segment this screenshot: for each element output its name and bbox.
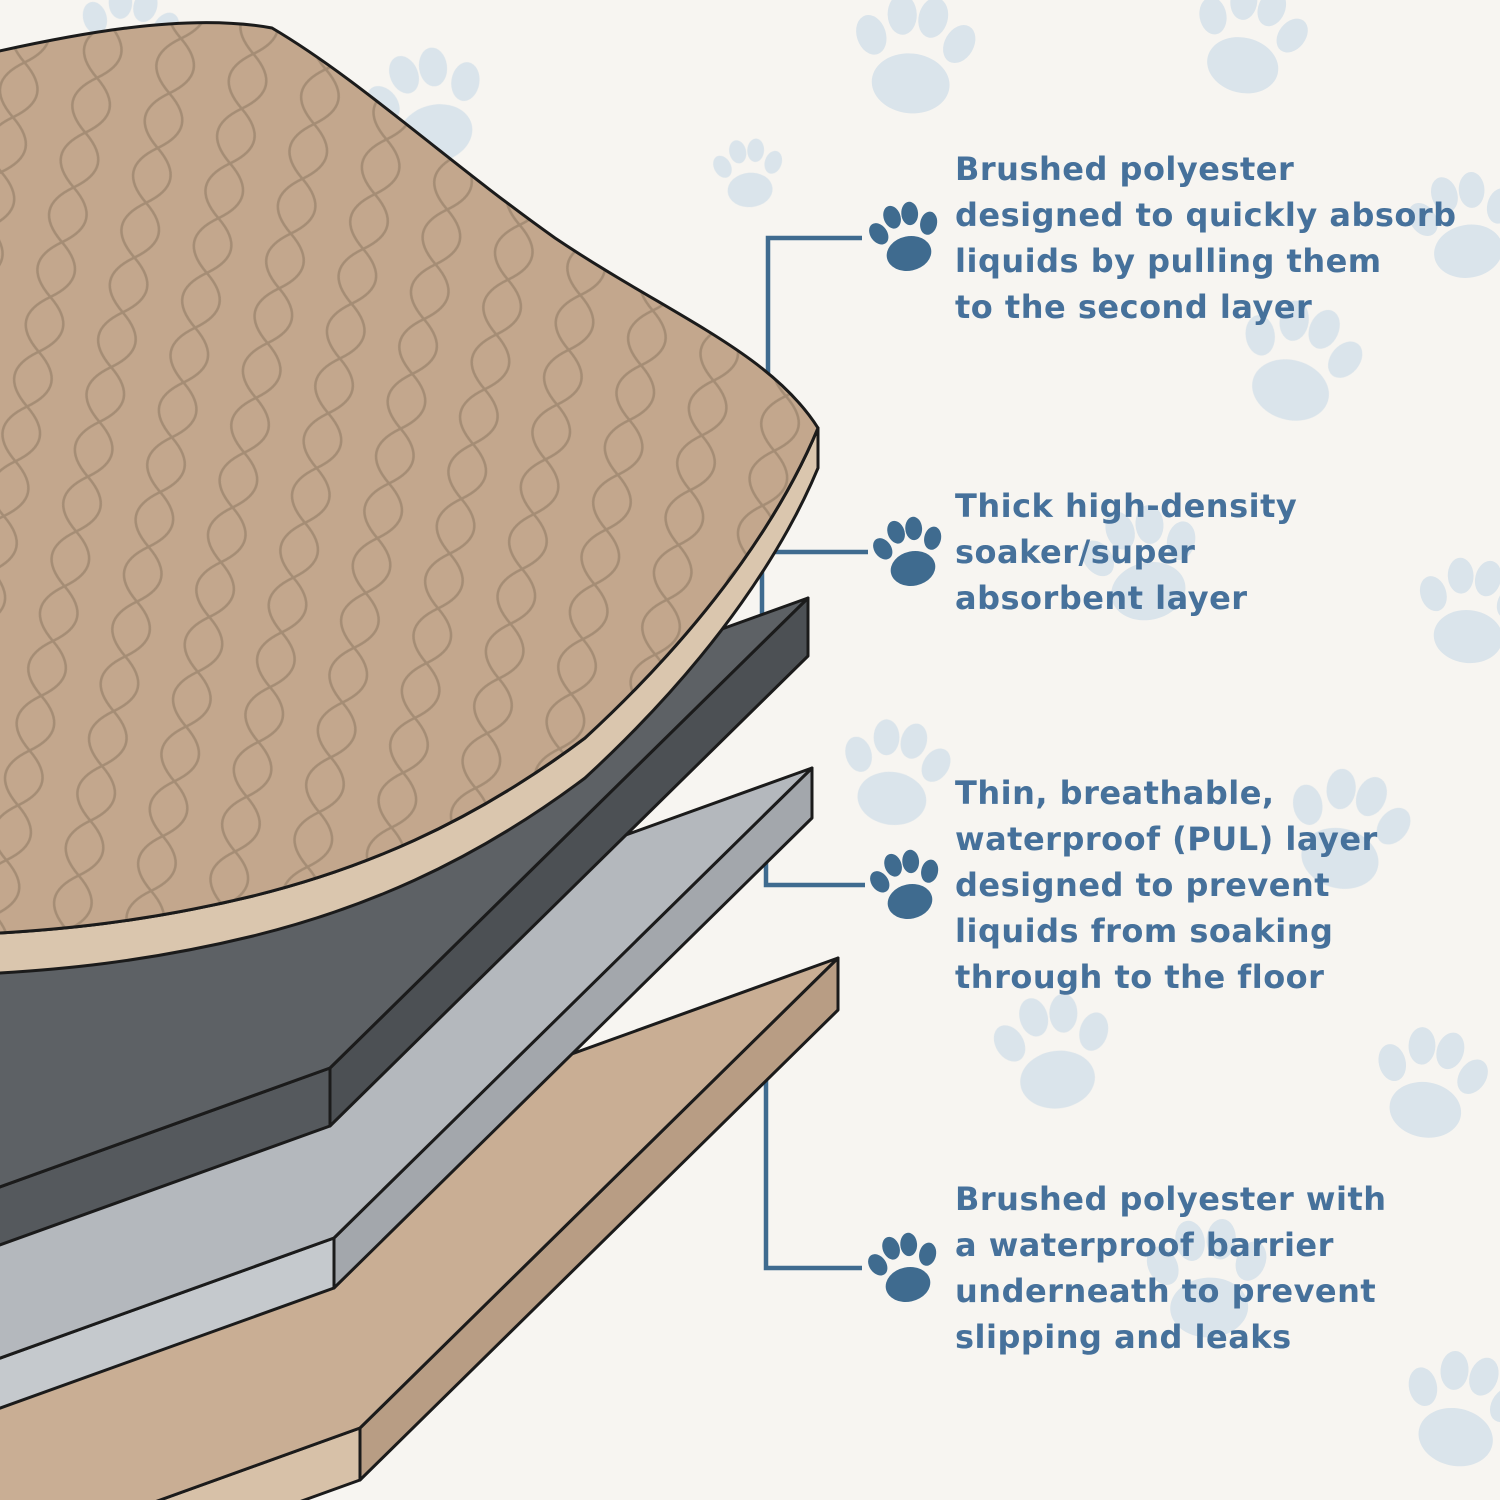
callout-text-line: Brushed polyester with [955, 1180, 1387, 1218]
paw-icon [865, 509, 954, 594]
paw-print [830, 711, 961, 833]
paw-icon [860, 1225, 949, 1310]
callout-text-line: through to the floor [955, 958, 1325, 996]
paw-print [842, 0, 986, 120]
callout-top-layer: Brushed polyester designed to quickly ab… [955, 146, 1457, 330]
waterproof-pul-layer [0, 766, 814, 1410]
paw-print [707, 135, 790, 211]
callout-soaker-layer: Thick high-density soaker/super absorben… [955, 483, 1297, 621]
callout-text-line: liquids by pulling them [955, 242, 1382, 280]
callout-text-line: designed to quickly absorb [955, 196, 1457, 234]
callout-bottom-layer: Brushed polyester with a waterproof barr… [955, 1176, 1387, 1360]
callout-text-line: to the second layer [955, 288, 1313, 326]
paw-print [982, 985, 1125, 1117]
callout-text-line: liquids from soaking [955, 912, 1334, 950]
callout-text-line: Brushed polyester [955, 150, 1295, 188]
connector-top-layer [765, 235, 862, 432]
callout-text-line: soaker/super [955, 533, 1196, 571]
paw-icon [862, 842, 951, 927]
connector-bottom-layer [763, 1012, 862, 1271]
callout-text-line: slipping and leaks [955, 1318, 1292, 1356]
callout-text-line: Thin, breathable, [955, 774, 1275, 812]
top-quilted-layer [0, 21, 820, 975]
bottom-grip-layer [0, 956, 840, 1500]
callout-waterproof-layer: Thin, breathable, waterproof (PUL) layer… [955, 770, 1378, 1000]
callout-text-line: designed to prevent [955, 866, 1331, 904]
paw-print [1360, 1017, 1500, 1148]
paw-print [1177, 0, 1322, 107]
paw-print [1407, 551, 1500, 669]
callout-text-line: Thick high-density [955, 487, 1298, 525]
top-quilted-layer-quilt-pattern [0, 22, 818, 934]
paw-icon [861, 194, 950, 279]
callout-text-line: a waterproof barrier [955, 1226, 1334, 1264]
top-quilted-layer-outline [0, 21, 820, 935]
callout-text-line: waterproof (PUL) layer [955, 820, 1378, 858]
callout-text-line: absorbent layer [955, 579, 1248, 617]
paw-print [1387, 1339, 1500, 1479]
callout-text-line: underneath to prevent [955, 1272, 1377, 1310]
